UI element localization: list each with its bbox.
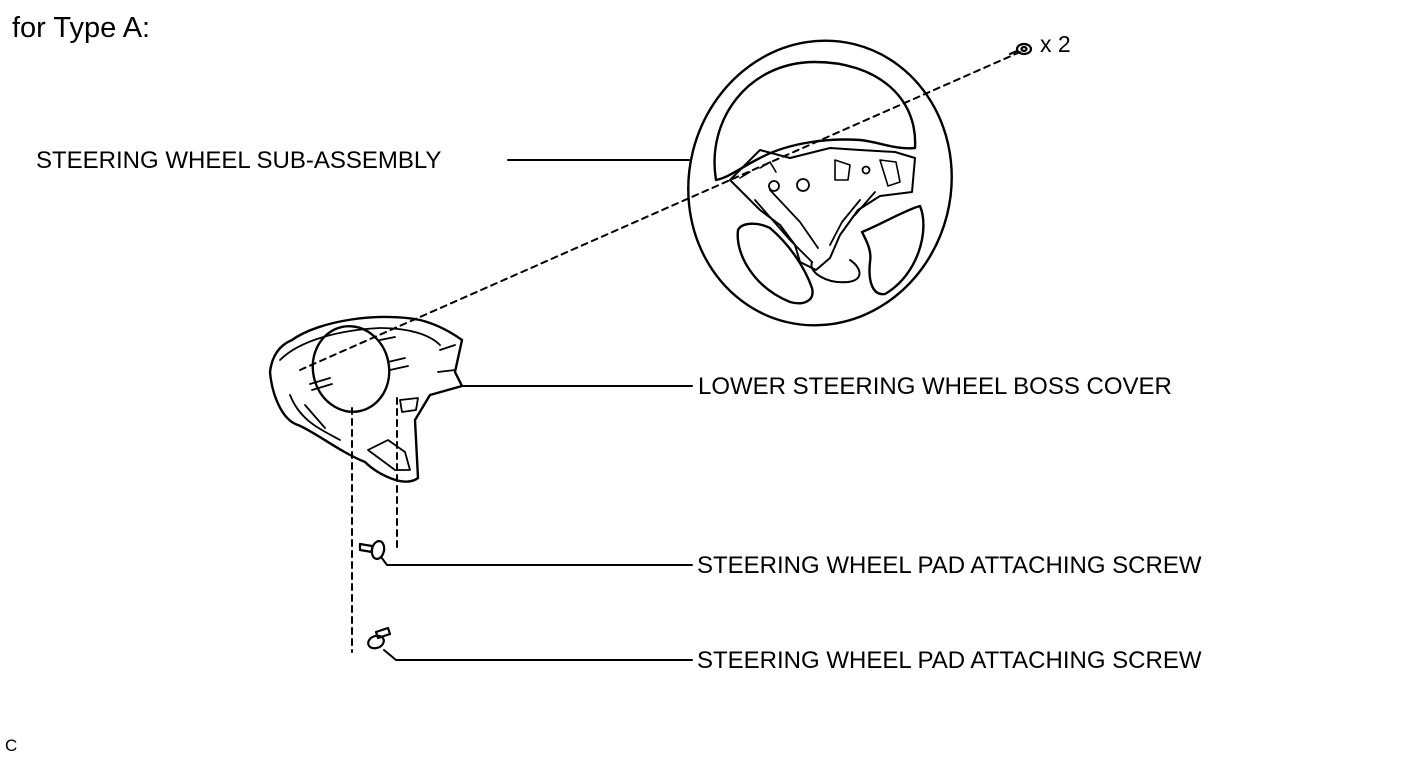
pad-screw-upper-icon bbox=[358, 540, 386, 560]
wheel-hub-detail bbox=[739, 159, 901, 187]
cover-lower-tab bbox=[367, 397, 419, 471]
label-pad-screw-upper: STEERING WHEEL PAD ATTACHING SCREW bbox=[697, 552, 1202, 579]
wheel-spoke-left bbox=[754, 189, 819, 263]
cover-boss-pins bbox=[309, 336, 409, 391]
wheel-hub-boss bbox=[810, 259, 861, 284]
pad-screw-lower-icon bbox=[367, 626, 392, 650]
cover-side-flange bbox=[304, 344, 456, 429]
wheel-outer-rim bbox=[687, 39, 953, 327]
assembly-axis-dashed bbox=[299, 51, 1021, 371]
wheel-inner-right-opening bbox=[860, 204, 925, 296]
wheel-bolt-hole-center bbox=[796, 178, 810, 192]
boss-cover-drawing bbox=[268, 315, 464, 483]
cover-inner-edge bbox=[279, 327, 441, 441]
page-heading: for Type A: bbox=[12, 12, 151, 44]
label-steering-wheel-sub-assembly: STEERING WHEEL SUB-ASSEMBLY bbox=[36, 147, 442, 174]
leader-screw-upper bbox=[380, 556, 693, 566]
steering-wheel-drawing bbox=[687, 39, 953, 327]
wheel-bolt-hole-left bbox=[768, 180, 780, 192]
label-pad-screw-lower: STEERING WHEEL PAD ATTACHING SCREW bbox=[697, 647, 1202, 674]
figure-code: C bbox=[5, 736, 18, 755]
wheel-inner-left-opening bbox=[736, 222, 814, 305]
wheel-hub-frame bbox=[729, 147, 916, 271]
label-lower-boss-cover: LOWER STEERING WHEEL BOSS COVER bbox=[698, 373, 1172, 400]
wheel-inner-top-opening bbox=[713, 60, 917, 182]
quantity-callout: x 2 bbox=[1040, 31, 1071, 57]
wheel-bolt-hole-right bbox=[861, 165, 871, 175]
wheel-spoke-right bbox=[829, 191, 876, 246]
leader-screw-lower bbox=[383, 649, 693, 661]
small-fastener-icon bbox=[1008, 42, 1033, 56]
cover-outer-shell bbox=[268, 315, 464, 483]
